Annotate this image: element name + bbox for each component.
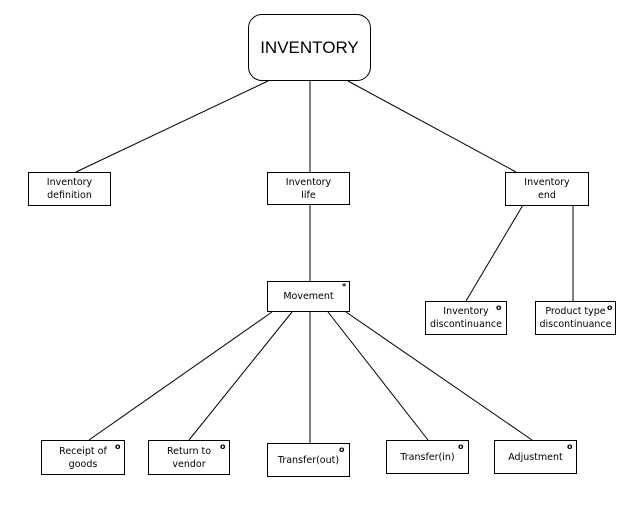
node-transfer-out: Transfer(out)	[267, 443, 350, 477]
node-inventory-definition: Inventory definition	[28, 172, 111, 206]
node-inventory-discontinuance: Inventory discontinuance	[425, 301, 507, 335]
transfer-out-marker: o	[339, 445, 345, 454]
edge-movement-adjustment	[345, 311, 533, 441]
node-inventory-life: Inventory life	[267, 172, 350, 205]
edge-movement-transferin	[327, 311, 429, 441]
node-inventory-end: Inventory end	[505, 172, 589, 206]
node-movement: Movement	[267, 281, 350, 312]
node-adjustment: Adjustment	[494, 440, 577, 474]
transfer-in-marker: o	[458, 442, 464, 451]
edge-root-end	[347, 80, 517, 173]
movement-marker: *	[342, 282, 347, 291]
edge-end-discontinuance	[465, 204, 524, 302]
discontinuance-marker: o	[496, 303, 502, 312]
node-receipt-of-goods: Receipt of goods	[41, 440, 125, 475]
adjustment-marker: o	[567, 442, 573, 451]
node-transfer-in: Transfer(in)	[386, 440, 469, 474]
node-product-type-discontinuance: Product type discontinuance	[535, 301, 616, 335]
edge-root-definition	[75, 80, 269, 173]
product-type-marker: o	[607, 303, 613, 312]
return-marker: o	[220, 442, 226, 451]
edge-movement-return	[188, 311, 293, 441]
node-inventory-root: INVENTORY	[248, 14, 371, 81]
receipt-marker: o	[115, 442, 121, 451]
edge-movement-receipt	[88, 311, 273, 441]
node-return-to-vendor: Return to vendor	[148, 440, 230, 475]
